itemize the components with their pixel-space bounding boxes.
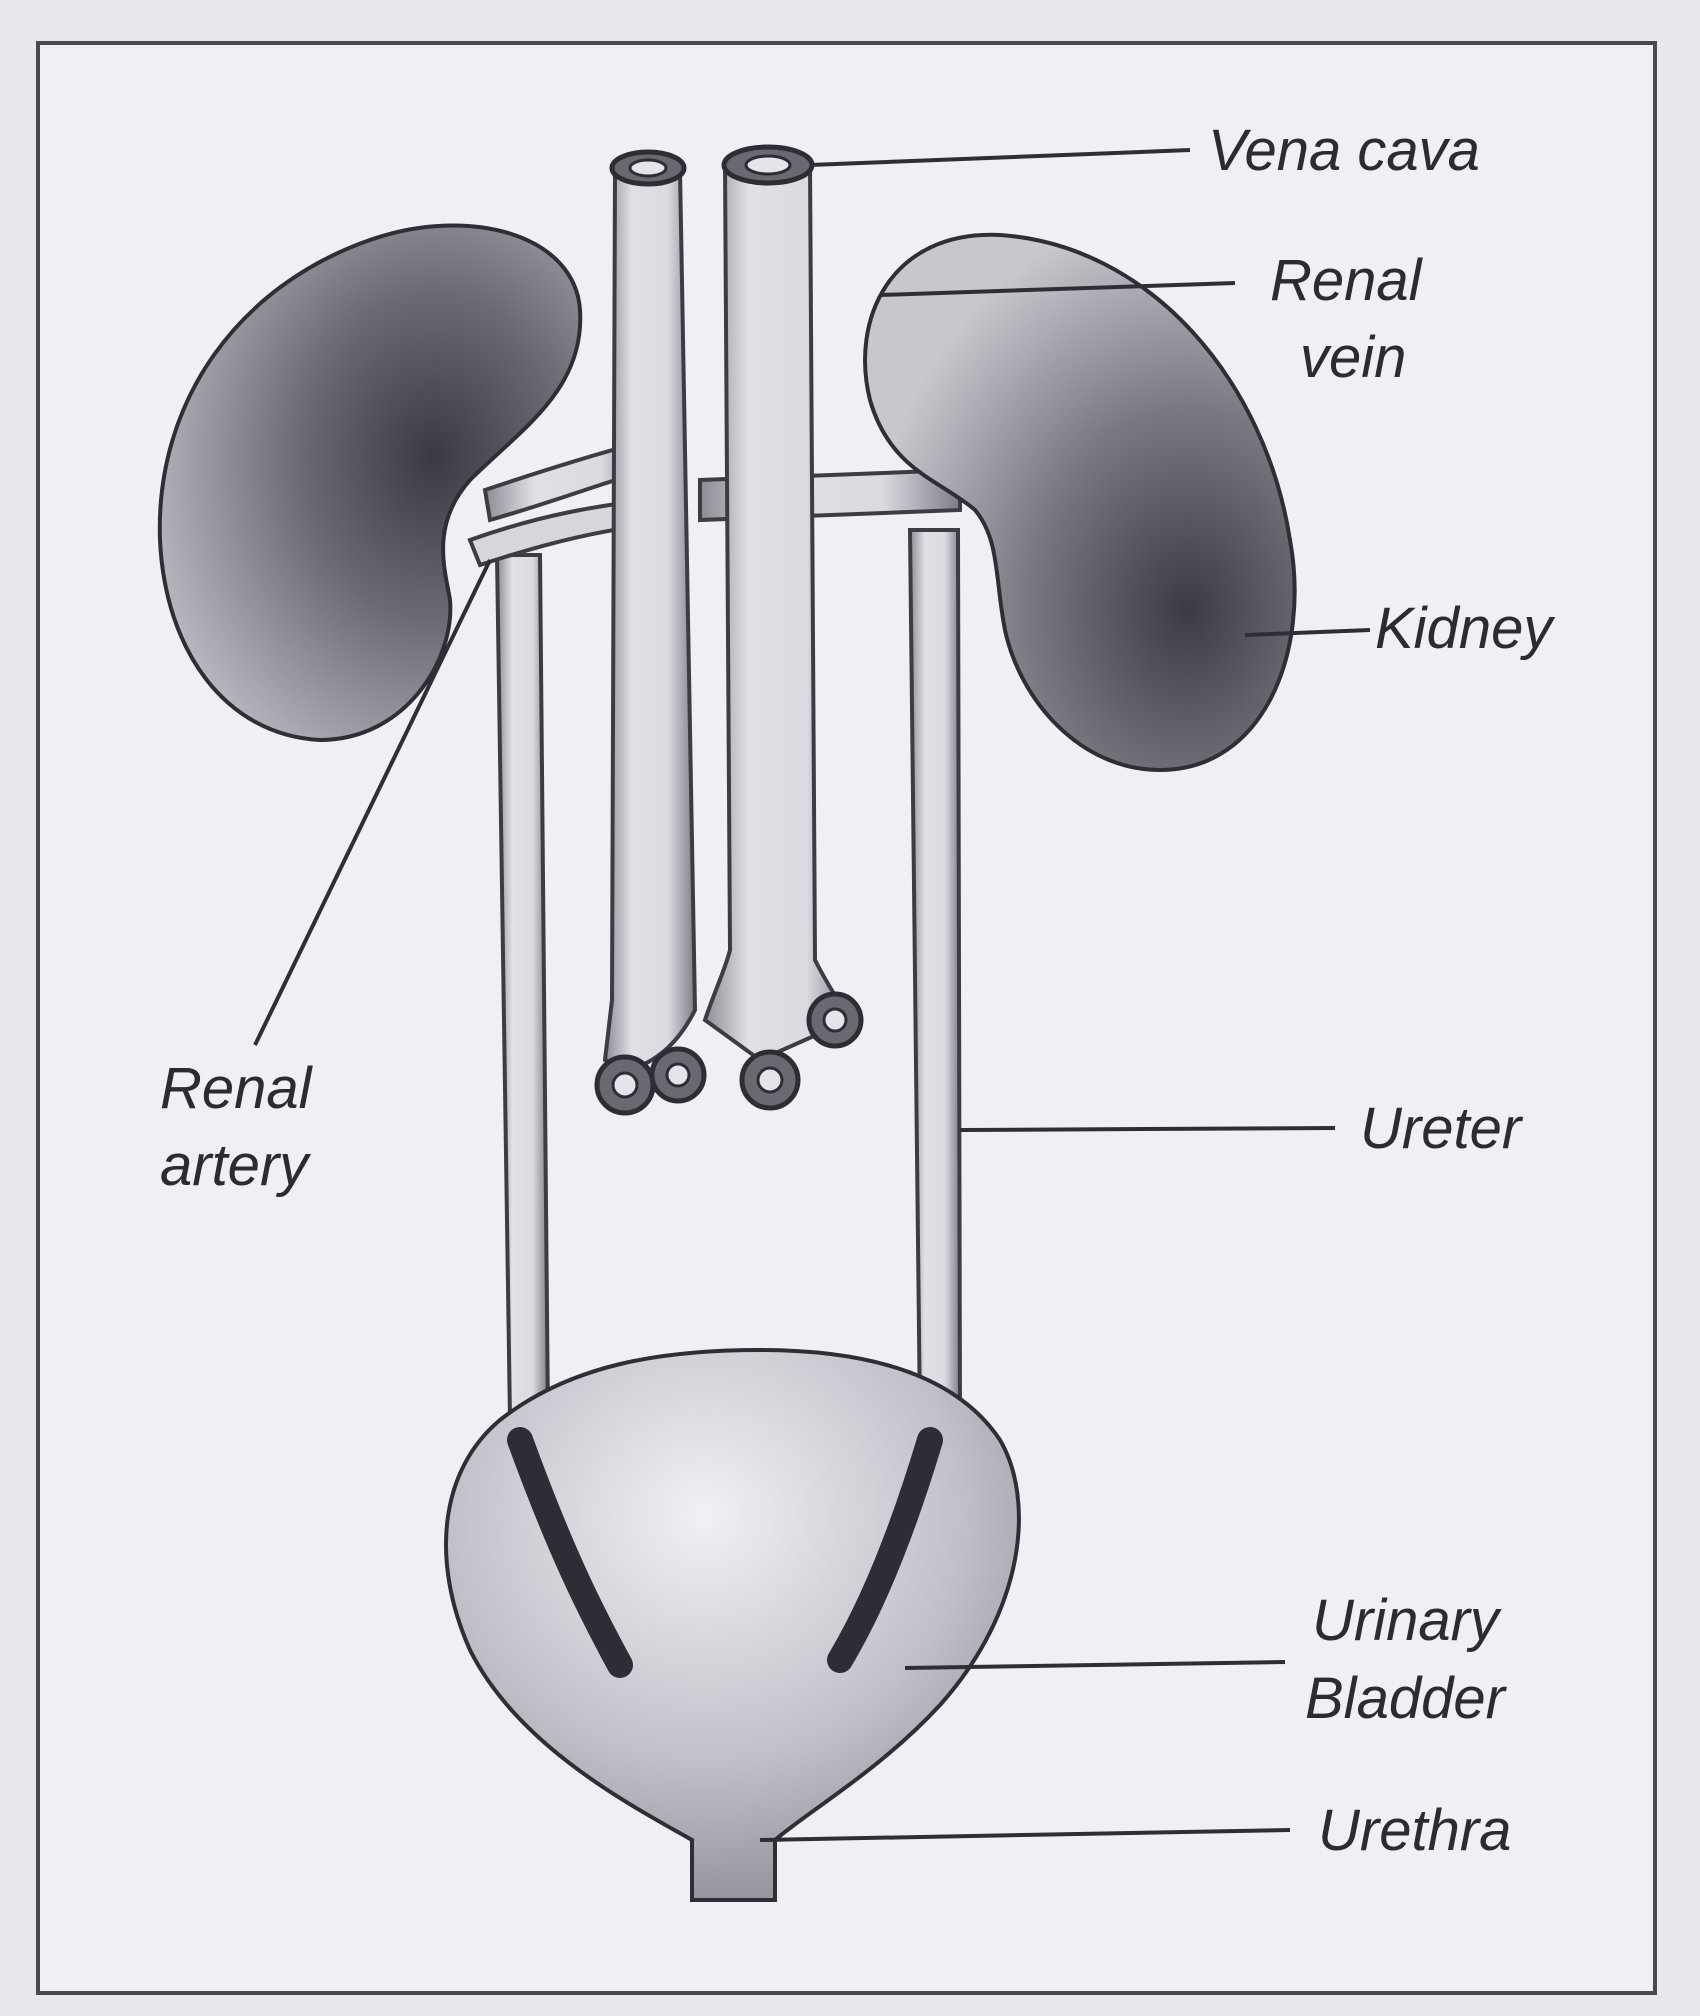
labels: Vena cava Renal vein Kidney Renal artery… bbox=[160, 118, 1555, 1863]
urinary-bladder bbox=[444, 1347, 1021, 1902]
leader-vena-cava bbox=[809, 148, 1191, 167]
label-renal-artery-line1: Renal bbox=[160, 1056, 314, 1121]
label-renal-vein-line2: vein bbox=[1300, 325, 1406, 390]
leader-ureter bbox=[959, 1126, 1336, 1132]
right-kidney bbox=[863, 232, 1297, 773]
leader-urinary-bladder bbox=[904, 1660, 1286, 1670]
label-renal-artery-line2: artery bbox=[160, 1133, 311, 1198]
label-kidney: Kidney bbox=[1375, 596, 1555, 661]
leader-renal-artery bbox=[253, 559, 492, 1046]
label-urethra: Urethra bbox=[1318, 1798, 1511, 1863]
leader-urethra bbox=[759, 1828, 1291, 1842]
label-urinary-bladder-line1: Urinary bbox=[1312, 1588, 1502, 1653]
vena-cava bbox=[702, 144, 864, 1111]
ureters bbox=[494, 528, 963, 1422]
aorta bbox=[594, 149, 707, 1116]
label-vena-cava: Vena cava bbox=[1208, 118, 1480, 183]
leader-kidney bbox=[1244, 628, 1371, 637]
left-kidney bbox=[157, 223, 583, 743]
label-renal-vein-line1: Renal bbox=[1270, 248, 1424, 313]
label-urinary-bladder-line2: Bladder bbox=[1305, 1666, 1508, 1731]
leader-lines bbox=[253, 148, 1371, 1842]
leader-renal-vein bbox=[879, 281, 1236, 297]
right-ureter-opening bbox=[827, 1427, 943, 1673]
left-ureter-opening bbox=[507, 1427, 633, 1678]
kidneys bbox=[157, 223, 1297, 773]
label-ureter: Ureter bbox=[1360, 1096, 1524, 1161]
right-ureter bbox=[907, 528, 963, 1422]
